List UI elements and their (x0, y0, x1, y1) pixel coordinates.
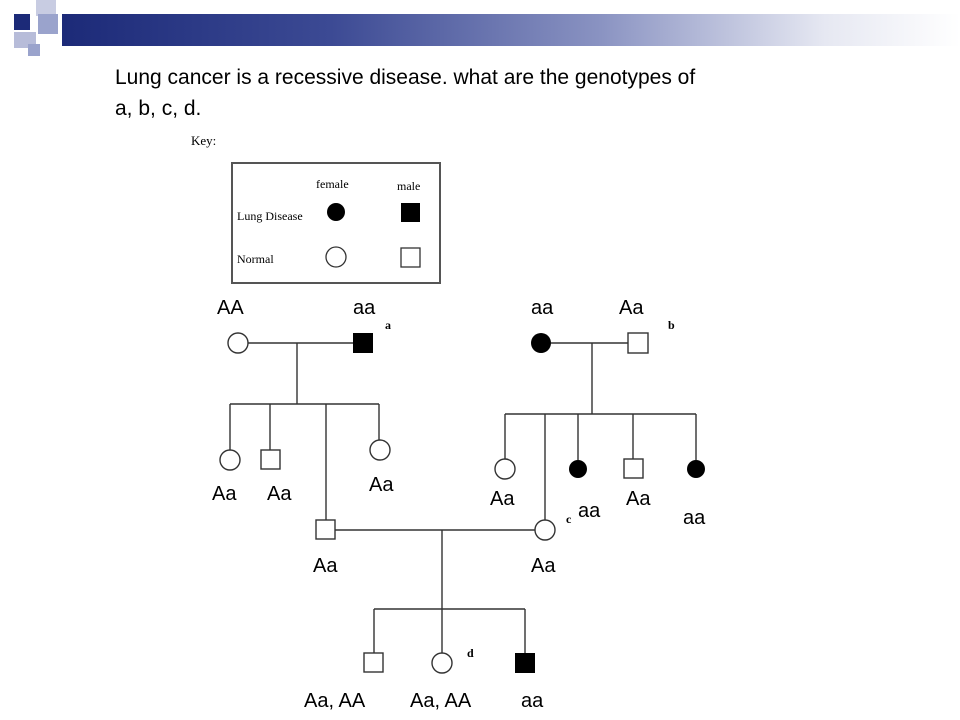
genotype-right-child4: Aa (626, 488, 651, 510)
genotype-right-child2-c: Aa (531, 555, 556, 577)
key-box (231, 162, 441, 284)
key-affected-male-symbol (401, 203, 420, 222)
genotype-gen3-child2-d: Aa, AA (410, 690, 472, 712)
genotype-gen1-left-female: AA (217, 297, 244, 319)
genotype-right-child5: aa (683, 507, 706, 529)
genotype-right-child1: Aa (490, 488, 515, 510)
right-child4-male-symbol (623, 458, 644, 479)
gen1-right-female-symbol (531, 333, 551, 353)
corner-ornament (0, 0, 80, 60)
pedigree-lines (229, 342, 697, 653)
label-a: a (385, 318, 391, 332)
right-child2-female-symbol-c (534, 519, 556, 541)
key-title: Key: (191, 133, 217, 148)
question-text: Lung cancer is a recessive disease. what… (115, 62, 815, 124)
genotype-gen1-right-female: aa (531, 297, 554, 319)
label-b: b (668, 318, 675, 332)
left-child1-female-symbol (219, 449, 241, 471)
genotype-gen3-child1: Aa, AA (304, 690, 366, 712)
right-child3-female-symbol (569, 460, 587, 478)
gen1-right-male-symbol-b (627, 332, 649, 354)
gen3-child2-female-symbol-d (431, 652, 453, 674)
key-normal-female-symbol (325, 246, 347, 268)
title-bar (62, 14, 960, 46)
key-disease-label: Lung Disease (237, 209, 303, 223)
genotype-right-child3: aa (578, 500, 601, 522)
gen1-left-male-symbol-a (353, 333, 373, 353)
question-line-1: Lung cancer is a recessive disease. what… (115, 66, 696, 89)
key-affected-female-symbol (327, 203, 345, 221)
key-male-label: male (397, 179, 421, 193)
gen3-child3-male-symbol (515, 653, 535, 673)
right-child1-female-symbol (494, 458, 516, 480)
key-normal-label: Normal (237, 252, 274, 266)
label-d: d (467, 646, 474, 660)
genotype-gen1-right-male: Aa (619, 297, 644, 319)
right-child5-female-symbol (687, 460, 705, 478)
genotype-left-child2: Aa (267, 483, 292, 505)
genotype-gen3-child3: aa (521, 690, 544, 712)
left-child3-male-symbol (315, 519, 336, 540)
genotype-left-child3: Aa (313, 555, 338, 577)
question-line-2: a, b, c, d. (115, 97, 202, 120)
left-child4-female-symbol (369, 439, 391, 461)
genotype-left-child1: Aa (212, 483, 237, 505)
left-child2-male-symbol (260, 449, 281, 470)
label-c: c (566, 512, 572, 526)
key-female-label: female (316, 177, 349, 191)
gen3-child1-male-symbol (363, 652, 384, 673)
genotype-gen1-left-male: aa (353, 297, 376, 319)
key-normal-male-symbol (400, 247, 421, 268)
genotype-left-child4: Aa (369, 474, 394, 496)
gen1-left-female-symbol (227, 332, 249, 354)
